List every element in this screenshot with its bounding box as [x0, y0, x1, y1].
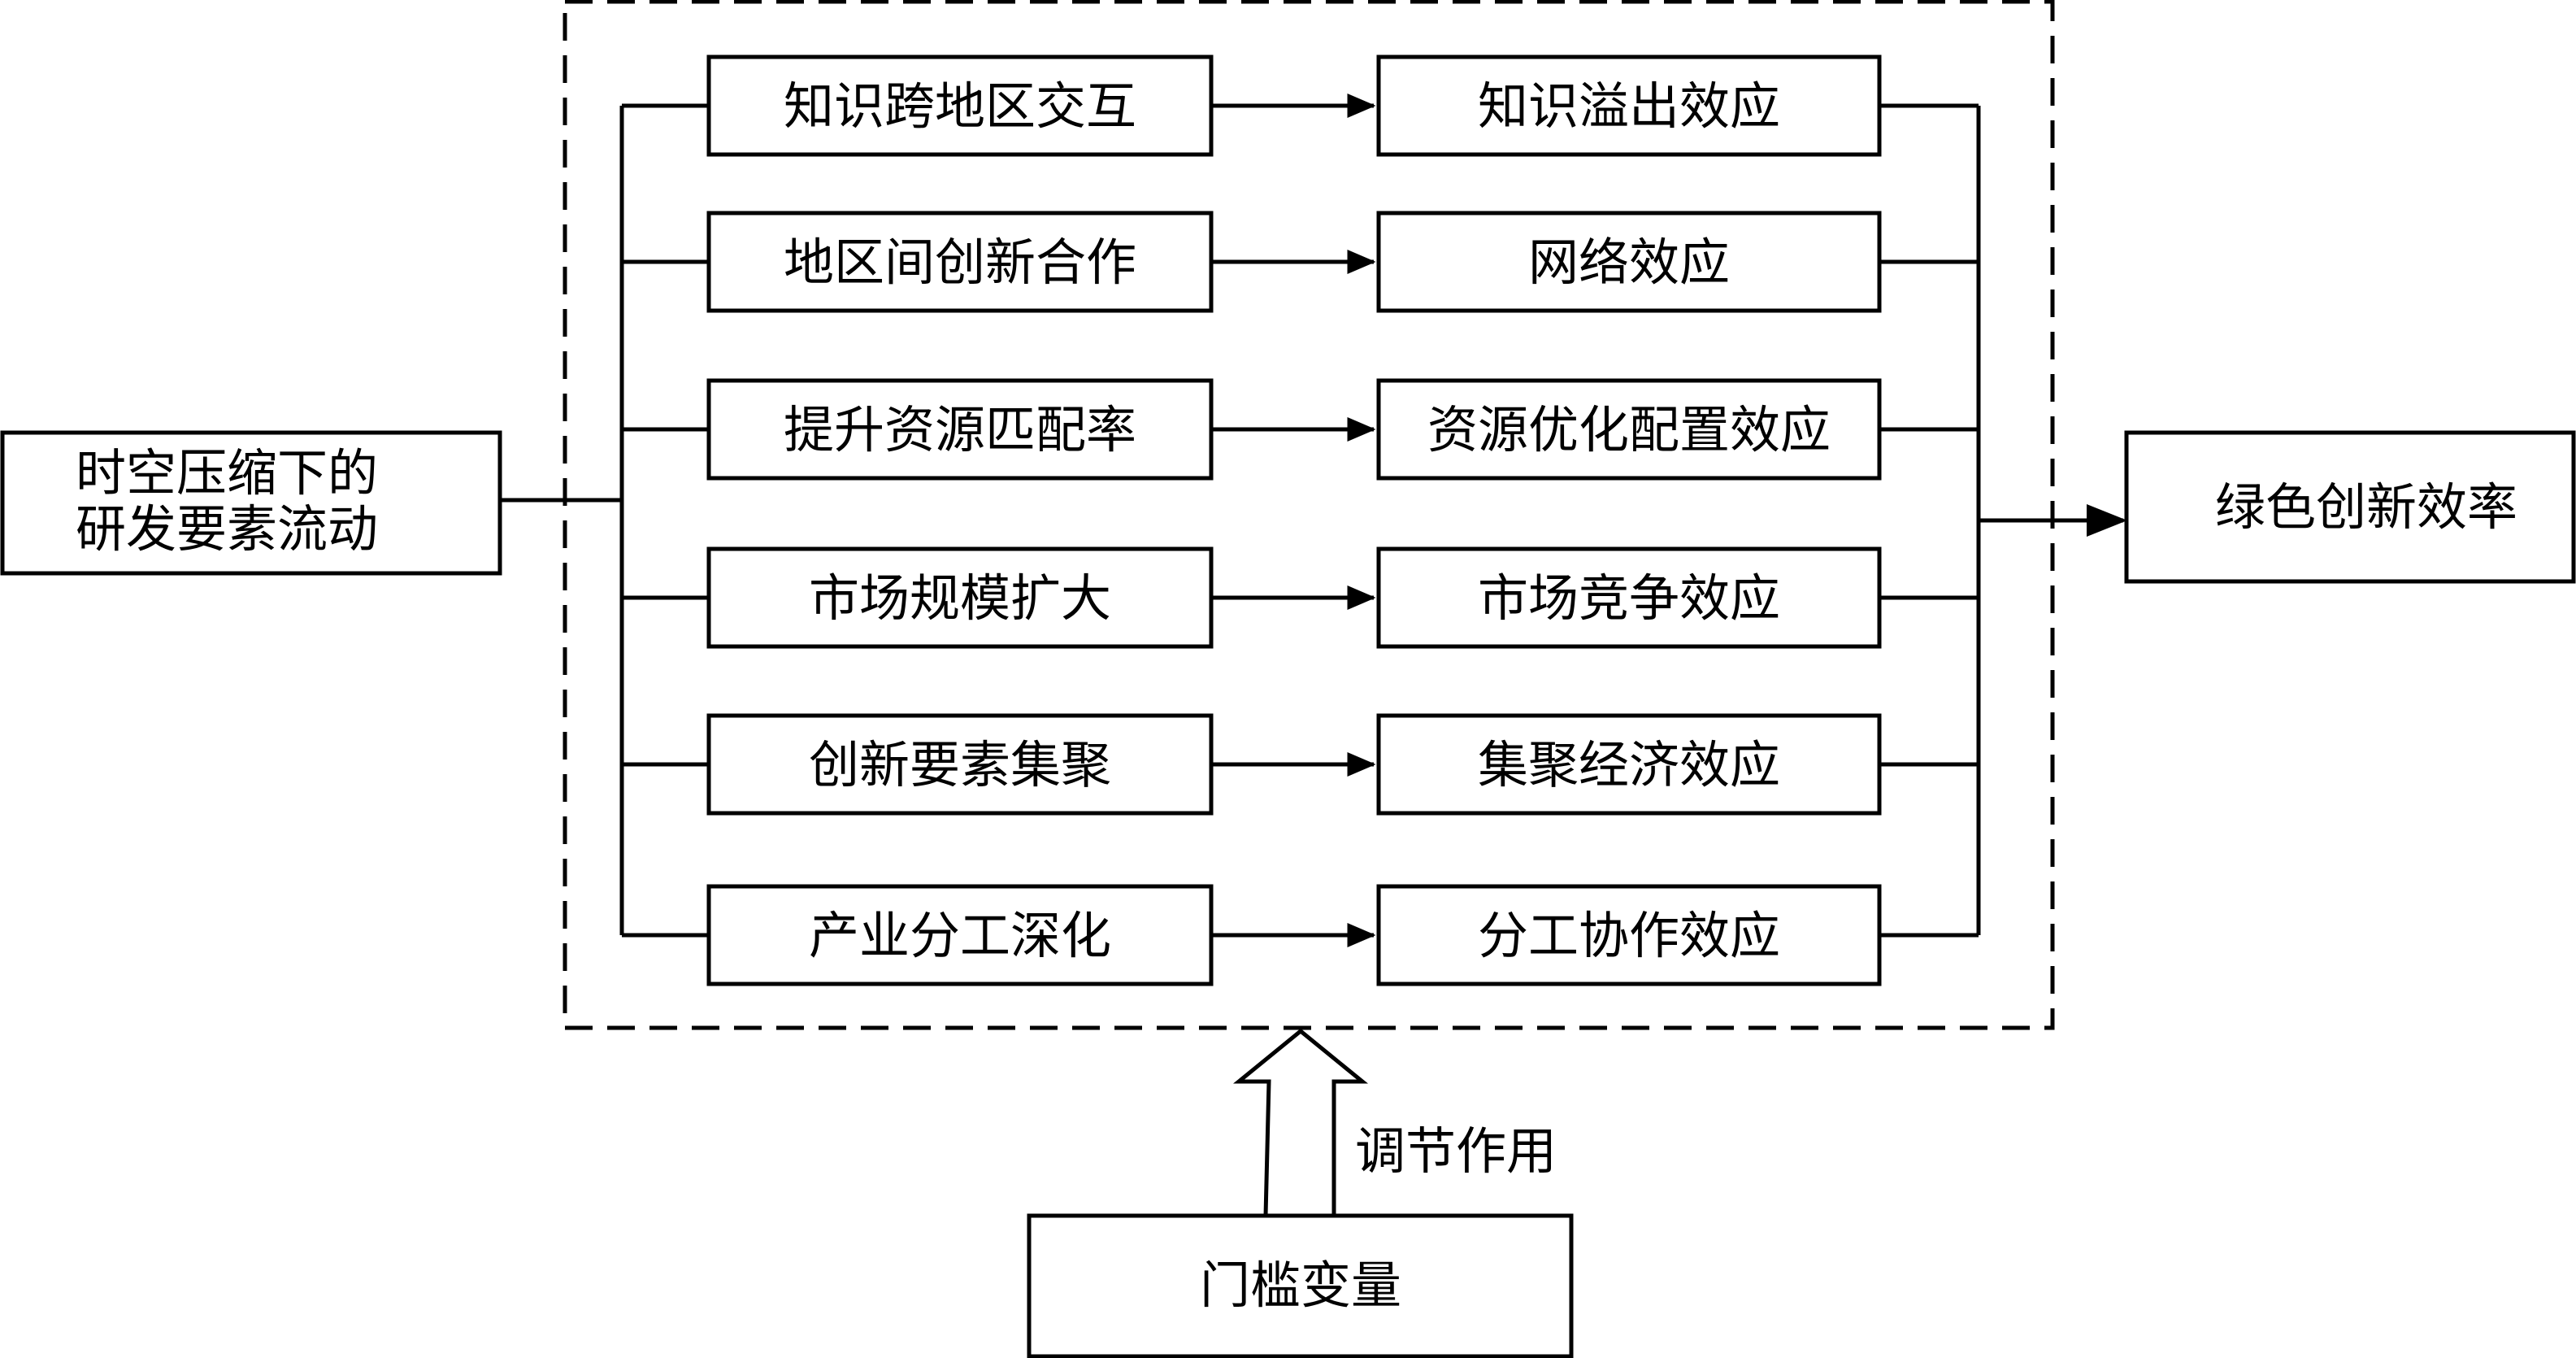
mechanism-row: 产业分工深化 分工协作效应 — [622, 884, 1979, 986]
outcome-label: 绿色创新效率 — [2215, 477, 2517, 537]
mechanism-box — [706, 546, 1214, 649]
effect-box — [1376, 884, 1882, 986]
outcome-box — [2124, 430, 2576, 584]
effect-label: 市场竞争效应 — [1478, 568, 1780, 628]
outcome-node: 绿色创新效率 — [2124, 430, 2576, 584]
mechanism-row: 提升资源匹配率 资源优化配置效应 — [622, 378, 1979, 481]
mechanism-label: 产业分工深化 — [809, 906, 1111, 965]
mechanism-box — [706, 713, 1214, 816]
source-label-line2: 研发要素流动 — [76, 499, 378, 559]
effect-label: 网络效应 — [1528, 233, 1730, 292]
mechanism-row: 创新要素集聚 集聚经济效应 — [622, 713, 1979, 816]
mechanism-row: 知识跨地区交互 知识溢出效应 — [622, 54, 1979, 157]
moderator-box — [1027, 1213, 1574, 1358]
source-node: 时空压缩下的 研发要素流动 — [0, 430, 502, 576]
effect-label: 分工协作效应 — [1478, 906, 1780, 965]
moderation-label: 调节作用 — [1355, 1121, 1557, 1181]
effect-box — [1376, 378, 1882, 481]
mechanism-box — [706, 54, 1214, 157]
mechanism-label: 创新要素集聚 — [809, 735, 1111, 794]
effect-label: 集聚经济效应 — [1478, 735, 1780, 794]
effect-label: 资源优化配置效应 — [1427, 400, 1831, 459]
mechanism-group-frame — [563, 0, 2055, 1030]
mechanism-label: 提升资源匹配率 — [784, 400, 1136, 459]
mechanism-label: 地区间创新合作 — [784, 233, 1136, 292]
effect-box — [1376, 211, 1882, 313]
source-label-line1: 时空压缩下的 — [76, 443, 378, 503]
effect-box — [1376, 546, 1882, 649]
moderator-node: 门槛变量 — [1027, 1213, 1574, 1358]
moderation-arrow — [1232, 1028, 1369, 1217]
mechanism-box — [706, 378, 1214, 481]
moderator-label: 门槛变量 — [1200, 1256, 1401, 1315]
mechanism-label: 市场规模扩大 — [809, 568, 1111, 628]
mechanism-row: 地区间创新合作 网络效应 — [622, 211, 1979, 313]
source-box — [0, 430, 502, 576]
mechanism-row: 市场规模扩大 市场竞争效应 — [622, 546, 1979, 649]
mechanism-rows: 知识跨地区交互知识溢出效应地区间创新合作网络效应提升资源匹配率资源优化配置效应市… — [622, 54, 1979, 986]
effect-label: 知识溢出效应 — [1478, 76, 1780, 136]
mechanism-label: 知识跨地区交互 — [784, 76, 1136, 136]
